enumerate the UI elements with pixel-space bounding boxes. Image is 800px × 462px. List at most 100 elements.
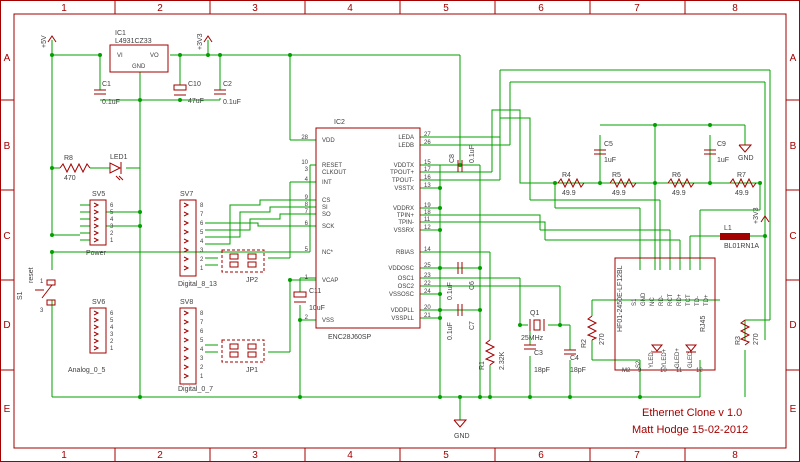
sv8-pin-contact [183, 364, 190, 370]
c7-name: C7 [469, 321, 476, 330]
gnd-right-label: GND [738, 155, 754, 162]
grid-labels-top: 1 2 3 4 5 6 7 8 [61, 3, 738, 14]
supply-3v3-right: +3V3 [753, 207, 770, 224]
ic2-name: IC2 [334, 119, 345, 126]
jp2-name: JP2 [246, 277, 258, 284]
c1-value: 0.1uF [102, 99, 120, 106]
c9-name: C9 [717, 141, 726, 148]
sv8-pin-contact [183, 310, 190, 316]
ic2-left-pin-name: INT [322, 180, 332, 186]
ic2-right-pin-name: VDDPLL [391, 308, 415, 314]
sv7-name: SV7 [180, 191, 193, 198]
sv7-pin-label: 6 [200, 221, 204, 227]
sv6-pin-label: 4 [110, 325, 114, 331]
c7-value: 0.1uF [447, 322, 454, 340]
cap-c10: C10 47uF [173, 81, 204, 105]
c3-name: C3 [534, 350, 543, 357]
sv6-pin-contact [93, 338, 100, 344]
sv5-pin-label: 3 [110, 224, 114, 230]
sv8-name: SV8 [180, 299, 193, 306]
rj45-top-pin: GND [641, 292, 647, 306]
title-text: Ethernet Clone v 1.0 [642, 407, 742, 419]
ic1-gnd: GND [132, 64, 146, 70]
author-date-text: Matt Hodge 15-02-2012 [632, 424, 748, 436]
ic2-right-pin-name: VDDTX [394, 163, 414, 169]
resistor-r4: R4 49.9 [557, 172, 585, 197]
resistor-r2: R2 270 [581, 315, 606, 348]
c9-value: 1uF [717, 157, 729, 164]
cap-c3: C3 18pF [524, 344, 550, 374]
rj45-part: HF01-2450E-LF12BL [617, 265, 624, 332]
rj45-m2: M2 [622, 368, 631, 374]
ic2-left-pin-name: RESET [322, 163, 342, 169]
r4-name: R4 [562, 172, 571, 179]
ic2-right-pin-num: 14 [424, 247, 431, 253]
row-dividers [0, 99, 800, 371]
c6-name: C6 [469, 281, 476, 290]
r5-name: R5 [612, 172, 621, 179]
ic2-right-pin-num: 26 [424, 140, 431, 146]
ic2-value: ENC28J60SP [328, 334, 372, 341]
ic1-name: IC1 [115, 30, 126, 37]
grid-col-8: 8 [732, 3, 738, 14]
ic2-right-pin-name: VSSOSC [389, 292, 415, 298]
grid-row-b: B [4, 141, 11, 152]
cap-c2: C2 0.1uF [214, 81, 241, 106]
ic1-value: L4931CZ33 [115, 38, 152, 45]
ic2-right-pin-name: VSSTX [394, 186, 414, 192]
grid-row-b-right: B [790, 141, 797, 152]
ic2-right-pin-num: 24 [424, 289, 431, 295]
sv5-label: Power [86, 250, 107, 257]
grid-col-6-bottom: 6 [538, 450, 544, 461]
s1-pin3: 3 [40, 308, 44, 314]
grid-col-4-bottom: 4 [347, 450, 353, 461]
sv5-pin-label: 6 [110, 203, 114, 209]
grid-col-2: 2 [157, 3, 163, 14]
resistor-r5: R5 49.9 [609, 172, 637, 197]
rj45-bottom-label: S2 [636, 360, 642, 368]
grid-col-5-bottom: 5 [443, 450, 449, 461]
sv8-pin-contact [183, 328, 190, 334]
rj45-name: RJ45 [700, 316, 707, 332]
sv8-pin-label: 6 [200, 329, 204, 335]
gnd-symbol-bottom: GND [453, 419, 470, 440]
sv8-pin-label: 5 [200, 338, 204, 344]
sv6-pin-contact [93, 324, 100, 330]
rj45-p9: 9 [638, 368, 642, 374]
sv7-label: Digital_8_13 [178, 281, 217, 288]
ic2-right-pin-num: 16 [424, 175, 431, 181]
ic1-vi: VI [117, 53, 123, 59]
s1-pin1: 1 [40, 279, 44, 285]
rj45-top-pin: TD+ [704, 294, 710, 306]
c10-name: C10 [188, 81, 201, 88]
s1-name: S1 [17, 291, 24, 300]
ic2-right-pin-name: RBIAS [396, 250, 414, 256]
ic2-left-pin-name: CLKOUT [322, 170, 347, 176]
ic2-left-pin-num: 10 [301, 160, 308, 166]
supply-5v-label: +5V [41, 35, 48, 48]
title-block: Ethernet Clone v 1.0 Matt Hodge 15-02-20… [632, 407, 748, 436]
grid-row-d-right: D [789, 320, 796, 331]
sv6-pin-label: 2 [110, 339, 114, 345]
sv8-pin-label: 7 [200, 320, 204, 326]
rj45-top-pin: RD+ [677, 293, 683, 306]
sv8-pin-label: 8 [200, 311, 204, 317]
sv6-pin-label: 5 [110, 318, 114, 324]
ic2-right-pin-num: 19 [424, 203, 431, 209]
ic2-left-pin-num: 9 [305, 195, 309, 201]
rj45-p11: 11 [676, 368, 683, 374]
sv5-pin-contact [93, 237, 100, 243]
ic2-left-pin-name: NC* [322, 250, 334, 256]
supply-3v3-top-label: +3V3 [197, 33, 204, 50]
r8-value: 470 [64, 175, 76, 182]
sv8-pin-label: 4 [200, 347, 204, 353]
c11-name: C11 [309, 288, 321, 295]
grid-labels-right: A B C D E [789, 53, 796, 415]
ic2-left-pin-name: SO [322, 212, 331, 218]
sv5-pin-contact [93, 216, 100, 222]
c10-value: 47uF [188, 98, 204, 105]
sv8-pin-contact [183, 319, 190, 325]
ic2-left-pin-num: 8 [305, 202, 309, 208]
